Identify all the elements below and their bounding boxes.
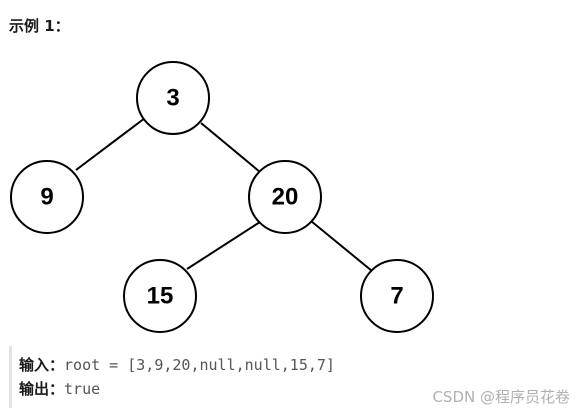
input-line: 输入：root = [3,9,20,null,null,15,7] xyxy=(19,354,335,376)
node-label-9: 9 xyxy=(40,184,53,211)
tree-node-7: 7 xyxy=(360,259,434,333)
tree-node-9: 9 xyxy=(10,160,84,234)
output-label: 输出： xyxy=(19,380,65,398)
example-io-block xyxy=(9,346,409,408)
tree-node-3: 3 xyxy=(136,61,210,135)
node-label-3: 3 xyxy=(166,85,179,112)
tree-node-15: 15 xyxy=(123,259,197,333)
edge-3-20 xyxy=(200,122,261,173)
binary-tree-diagram: 3 9 20 15 7 xyxy=(10,61,434,333)
example-title: 示例 1： xyxy=(9,17,70,35)
edge-20-7 xyxy=(310,220,373,272)
edge-3-9 xyxy=(75,117,146,171)
node-label-7: 7 xyxy=(390,283,403,310)
node-label-20: 20 xyxy=(272,184,299,211)
input-value: root = [3,9,20,null,null,15,7] xyxy=(64,356,335,374)
output-value: true xyxy=(64,380,101,398)
tree-nodes: 3 9 20 15 7 xyxy=(10,61,434,333)
tree-node-20: 20 xyxy=(248,160,322,234)
tree-edges xyxy=(75,117,373,272)
node-label-15: 15 xyxy=(147,283,174,310)
output-line: 输出：true xyxy=(19,378,100,400)
csdn-watermark: CSDN @程序员花卷 xyxy=(432,388,570,406)
edge-20-15 xyxy=(186,221,261,270)
input-label: 输入： xyxy=(19,356,65,374)
